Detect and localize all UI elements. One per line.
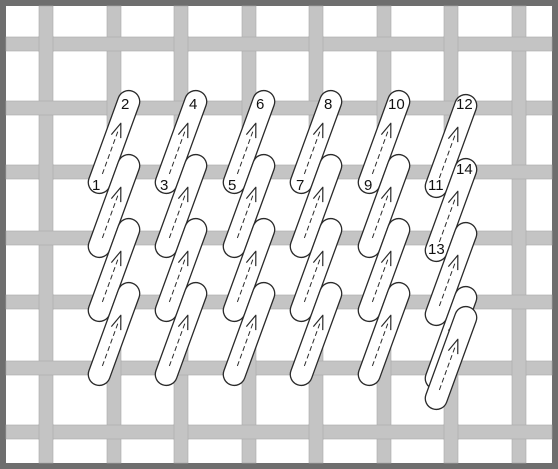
stitch-number-13: 13 (428, 241, 445, 258)
thread-crossing (512, 100, 526, 116)
stitch-number-4: 4 (189, 96, 197, 113)
stitch-number-14: 14 (456, 161, 473, 178)
stitch-number-5: 5 (228, 177, 236, 194)
horizontal-thread (6, 425, 552, 439)
stitch-number-3: 3 (160, 177, 168, 194)
horizontal-thread (6, 37, 552, 51)
stitch-number-12: 12 (456, 96, 473, 113)
thread-crossing (174, 36, 188, 52)
thread-crossing (512, 360, 526, 376)
thread-crossing (309, 36, 323, 52)
stitch-number-1: 1 (92, 177, 100, 194)
thread-crossing (174, 424, 188, 440)
thread-crossing (39, 424, 53, 440)
thread-crossing (512, 230, 526, 246)
thread-crossing (444, 36, 458, 52)
stitch-number-10: 10 (388, 96, 405, 113)
thread-crossing (39, 36, 53, 52)
stitch-number-9: 9 (364, 177, 372, 194)
thread-crossing (39, 164, 53, 180)
stitch-number-7: 7 (296, 177, 304, 194)
thread-crossing (444, 424, 458, 440)
stitch-number-2: 2 (121, 96, 129, 113)
stitch-number-6: 6 (256, 96, 264, 113)
thread-crossing (309, 424, 323, 440)
thread-crossing (39, 294, 53, 310)
stitch-number-8: 8 (324, 96, 332, 113)
stitch-number-11: 11 (428, 177, 444, 194)
